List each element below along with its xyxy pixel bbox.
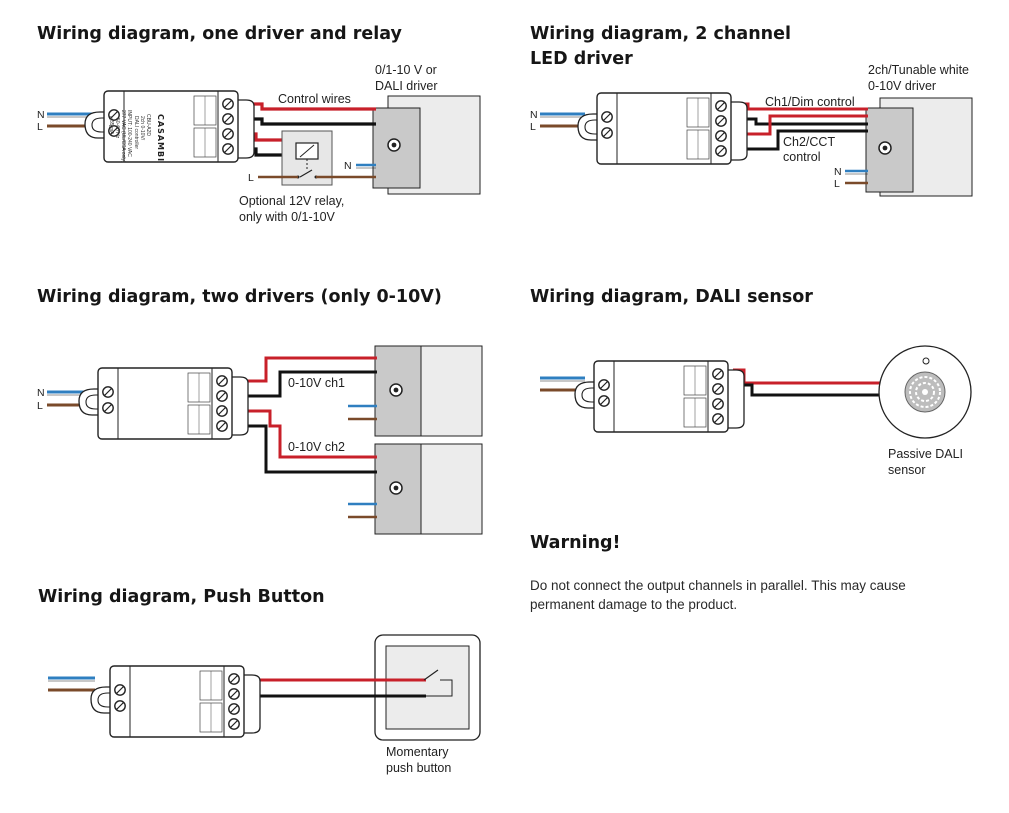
- button-label-1: Momentary: [386, 745, 449, 759]
- relay-l-label: L: [248, 172, 254, 184]
- controller-5: [90, 665, 261, 738]
- sensor-label-2: sensor: [888, 463, 926, 477]
- svg-text:INPUT: 100-240 VAC: INPUT: 100-240 VAC: [126, 110, 132, 157]
- tunable-driver-screw-icon: [878, 141, 892, 155]
- labels: N L 0/1-10 V or DALI driver Control wire…: [37, 63, 969, 775]
- diagram-dali-sensor: [540, 345, 972, 439]
- driver-label-1b: DALI driver: [375, 79, 438, 93]
- heading-two-channel: Wiring diagram, 2 channel LED driver: [530, 22, 791, 72]
- heading-warning: Warning!: [530, 533, 621, 553]
- relay-label-1: Optional 12V relay,: [239, 194, 344, 208]
- driver-label-1a: 0/1-10 V or: [375, 63, 437, 77]
- heading-two-channel-line1: Wiring diagram, 2 channel: [530, 24, 791, 44]
- heading-dali-sensor: Wiring diagram, DALI sensor: [530, 287, 813, 307]
- svg-text:35 mA: 35 mA: [108, 120, 114, 135]
- svg-text:CBU-A2D: CBU-A2D: [145, 114, 151, 136]
- controller-3: [78, 367, 249, 440]
- heading-push-button: Wiring diagram, Push Button: [38, 587, 325, 607]
- relay-label-2: only with 0/1-10V: [239, 210, 336, 224]
- diagram-one-driver-relay: [47, 90, 481, 195]
- mains-n-label-1: N: [37, 109, 45, 121]
- heading-two-channel-line2: LED driver: [530, 49, 633, 69]
- controller-2: [577, 92, 748, 165]
- svg-text:50-60 Hz: 50-60 Hz: [114, 118, 120, 139]
- diagram-two-drivers: [47, 345, 483, 535]
- svg-text:N: N: [107, 116, 113, 120]
- driver-n-label: N: [344, 160, 352, 172]
- button-label-2: push button: [386, 761, 451, 775]
- ch1-010-label: 0-10V ch1: [288, 376, 345, 390]
- warning-text: Do not connect the output channels in pa…: [530, 578, 906, 612]
- svg-text:2ch 0-10V/: 2ch 0-10V/: [139, 116, 145, 141]
- controller-4: [574, 360, 745, 433]
- ch2-cct-label-1: Ch2/CCT: [783, 135, 835, 149]
- mains-n-label-2: N: [530, 109, 538, 121]
- mains-l-label-1: L: [37, 121, 43, 133]
- driver-n-label-2: N: [834, 166, 842, 178]
- driver-1-screw-icon: [389, 383, 403, 397]
- ch2-010-label: 0-10V ch2: [288, 440, 345, 454]
- driver-2-screw-icon: [389, 481, 403, 495]
- svg-text:CASAMBI: CASAMBI: [156, 114, 165, 162]
- tunable-label-2: 0-10V driver: [868, 79, 936, 93]
- heading-two-drivers: Wiring diagram, two drivers (only 0-10V): [37, 287, 442, 307]
- control-wire-minus: [244, 117, 376, 126]
- driver-screw-icon: [387, 138, 401, 152]
- sensor-label-1: Passive DALI: [888, 447, 963, 461]
- push-button-icon: [385, 645, 470, 730]
- mains-n-label-3: N: [37, 387, 45, 399]
- mains-l-label-3: L: [37, 400, 43, 412]
- control-wires-label: Control wires: [278, 92, 351, 106]
- diagram-two-channel: [540, 92, 973, 197]
- controller-1-labels: CASAMBI CBU-A2D 2ch 0-10V/ DALI controll…: [107, 110, 165, 163]
- svg-text:L: L: [107, 125, 113, 128]
- diagram-push-button: [48, 634, 481, 741]
- ch1-dim-label: Ch1/Dim control: [765, 95, 855, 109]
- svg-text:277 VAC (UL/CSA only): 277 VAC (UL/CSA only): [120, 110, 126, 163]
- tunable-label-1: 2ch/Tunable white: [868, 63, 969, 77]
- ch2-cct-label-2: control: [783, 150, 821, 164]
- svg-text:DALI controller: DALI controller: [133, 116, 139, 149]
- mains-l-label-2: L: [530, 121, 536, 133]
- driver-l-label-2: L: [834, 178, 840, 190]
- heading-one-driver-relay: Wiring diagram, one driver and relay: [37, 24, 402, 44]
